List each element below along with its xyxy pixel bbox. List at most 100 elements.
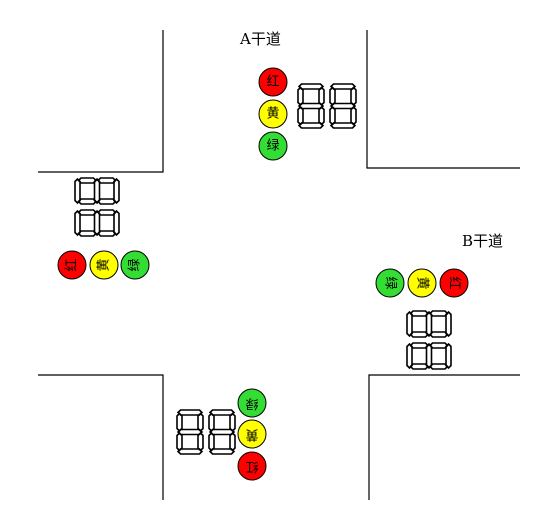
- south-red-label: 红: [245, 459, 258, 475]
- digit-segment-e: [96, 198, 117, 205]
- digit-segment-b: [77, 177, 98, 184]
- south-yellow-light: 黄: [237, 419, 267, 449]
- west-digit-2: [74, 177, 120, 205]
- west-red-light: 红: [57, 250, 87, 280]
- east-yellow-light: 黄: [407, 268, 437, 298]
- digit-segment-g: [425, 310, 433, 338]
- digit-segment-c: [409, 363, 430, 370]
- digit-segment-g: [93, 177, 101, 205]
- south-yellow-label: 黄: [245, 427, 258, 442]
- digit-segment-d: [329, 122, 357, 129]
- digit-segment-f: [428, 310, 449, 317]
- west-signal: 红 黄 绿: [57, 177, 150, 280]
- digit-segment-d: [176, 409, 204, 416]
- north-digit-2: [329, 83, 357, 129]
- digit-segment-e: [229, 412, 236, 433]
- road-edge-top-right: [366, 30, 520, 169]
- digit-segment-d: [297, 122, 325, 129]
- north-countdown-display: [297, 83, 357, 129]
- west-green-light: 绿: [120, 250, 150, 280]
- digit-segment-b: [428, 363, 449, 370]
- east-countdown-display: [406, 310, 452, 370]
- digit-segment-b: [350, 86, 357, 107]
- north-yellow-light: 黄: [258, 99, 288, 129]
- digit-segment-b: [318, 86, 325, 107]
- digit-segment-e: [197, 412, 204, 433]
- road-edge-top-left: [38, 30, 164, 173]
- south-green-light: 绿: [237, 388, 267, 418]
- digit-segment-c: [350, 105, 357, 126]
- digit-segment-a: [74, 209, 81, 237]
- digit-segment-g: [297, 102, 325, 110]
- digit-segment-e: [409, 310, 430, 317]
- north-digit-1: [297, 83, 325, 129]
- south-countdown-display: [176, 409, 236, 455]
- east-green-label: 绿: [383, 276, 398, 289]
- digit-segment-a: [445, 342, 452, 370]
- north-green-light: 绿: [258, 131, 288, 161]
- west-yellow-label: 黄: [97, 258, 112, 271]
- digit-segment-c: [176, 412, 183, 433]
- south-red-light: 红: [237, 451, 267, 481]
- west-red-label: 红: [64, 258, 80, 271]
- south-digit-2: [176, 409, 204, 455]
- east-signal: 绿 黄 红: [375, 268, 469, 370]
- digit-segment-a: [297, 83, 325, 90]
- digit-segment-g: [208, 428, 236, 436]
- digit-segment-a: [445, 310, 452, 338]
- road-edge-bottom-left: [38, 374, 164, 500]
- east-yellow-label: 黄: [415, 276, 430, 289]
- north-red-light: 红: [258, 67, 288, 97]
- digit-segment-d: [406, 310, 413, 338]
- road-b-label: B干道: [462, 232, 503, 250]
- digit-segment-c: [409, 331, 430, 338]
- south-digit-1: [208, 409, 236, 455]
- digit-segment-d: [406, 342, 413, 370]
- digit-segment-f: [77, 230, 98, 237]
- digit-segment-d: [113, 209, 120, 237]
- digit-segment-d: [208, 409, 236, 416]
- west-yellow-light: 黄: [89, 250, 119, 280]
- digit-segment-f: [197, 431, 204, 452]
- digit-segment-e: [297, 105, 304, 126]
- digit-segment-e: [409, 342, 430, 349]
- west-countdown-display: [74, 177, 120, 237]
- east-green-light: 绿: [375, 268, 405, 298]
- north-red-label: 红: [266, 74, 279, 90]
- digit-segment-b: [208, 431, 215, 452]
- digit-segment-b: [428, 331, 449, 338]
- west-green-label: 绿: [128, 258, 143, 271]
- digit-segment-b: [77, 209, 98, 216]
- digit-segment-g: [176, 428, 204, 436]
- digit-segment-b: [176, 431, 183, 452]
- south-green-label: 绿: [245, 396, 258, 411]
- digit-segment-c: [96, 177, 117, 184]
- digit-segment-g: [329, 102, 357, 110]
- south-signal: 绿 黄 红: [176, 388, 267, 481]
- digit-segment-g: [93, 209, 101, 237]
- digit-segment-e: [96, 230, 117, 237]
- digit-segment-f: [329, 86, 336, 107]
- road-a-label: A干道: [239, 30, 281, 48]
- digit-segment-a: [74, 177, 81, 205]
- north-signal: 红 黄 绿: [258, 67, 357, 161]
- digit-segment-f: [77, 198, 98, 205]
- digit-segment-c: [318, 105, 325, 126]
- north-yellow-label: 黄: [266, 107, 279, 122]
- east-digit-2: [406, 342, 452, 370]
- digit-segment-d: [113, 177, 120, 205]
- road-edge-bottom-right: [368, 374, 520, 500]
- digit-segment-e: [329, 105, 336, 126]
- east-digit-1: [406, 310, 452, 338]
- digit-segment-g: [425, 342, 433, 370]
- east-red-light: 红: [439, 268, 469, 298]
- digit-segment-a: [208, 448, 236, 455]
- digit-segment-f: [297, 86, 304, 107]
- west-digit-1: [74, 209, 120, 237]
- digit-segment-c: [208, 412, 215, 433]
- digit-segment-f: [428, 342, 449, 349]
- digit-segment-a: [329, 83, 357, 90]
- east-red-label: 红: [447, 276, 463, 289]
